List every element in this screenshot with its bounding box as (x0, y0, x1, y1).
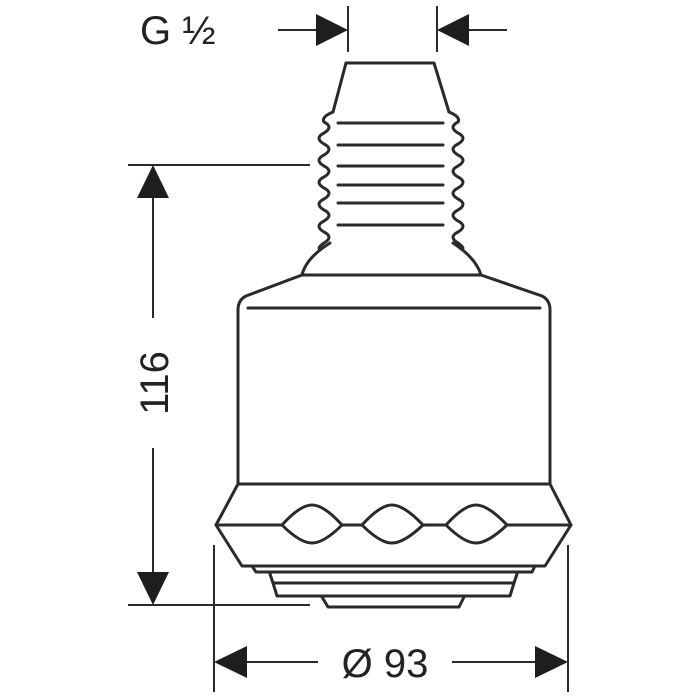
face-step (271, 581, 516, 598)
diamond-icon (360, 503, 425, 545)
arrow-icon (137, 165, 169, 198)
spray-face (320, 595, 466, 609)
face-step (268, 572, 519, 585)
arrow-icon (535, 646, 568, 678)
body (236, 273, 552, 486)
spray-ring (214, 482, 573, 568)
height-dimension: 116 (128, 164, 310, 606)
face-step (250, 564, 537, 574)
thread-label: G ½ (140, 9, 216, 53)
height-label: 116 (133, 351, 177, 415)
thread-connector-edge (331, 61, 348, 114)
shower-head-outline (214, 61, 573, 609)
thread-right (447, 110, 465, 251)
diameter-label: Ø 93 (342, 642, 429, 686)
flare (300, 241, 483, 277)
diameter-dimension: Ø 93 (213, 545, 569, 692)
thread-dimension: G ½ (140, 6, 507, 53)
diamond-icon (280, 503, 344, 545)
arrow-icon (437, 14, 469, 46)
thread-lines (336, 121, 445, 227)
diamond-icon (444, 503, 509, 545)
arrow-icon (214, 646, 247, 678)
thread-connector (344, 61, 451, 114)
thread-left (317, 110, 335, 251)
arrow-icon (316, 14, 348, 46)
arrow-icon (137, 572, 169, 605)
